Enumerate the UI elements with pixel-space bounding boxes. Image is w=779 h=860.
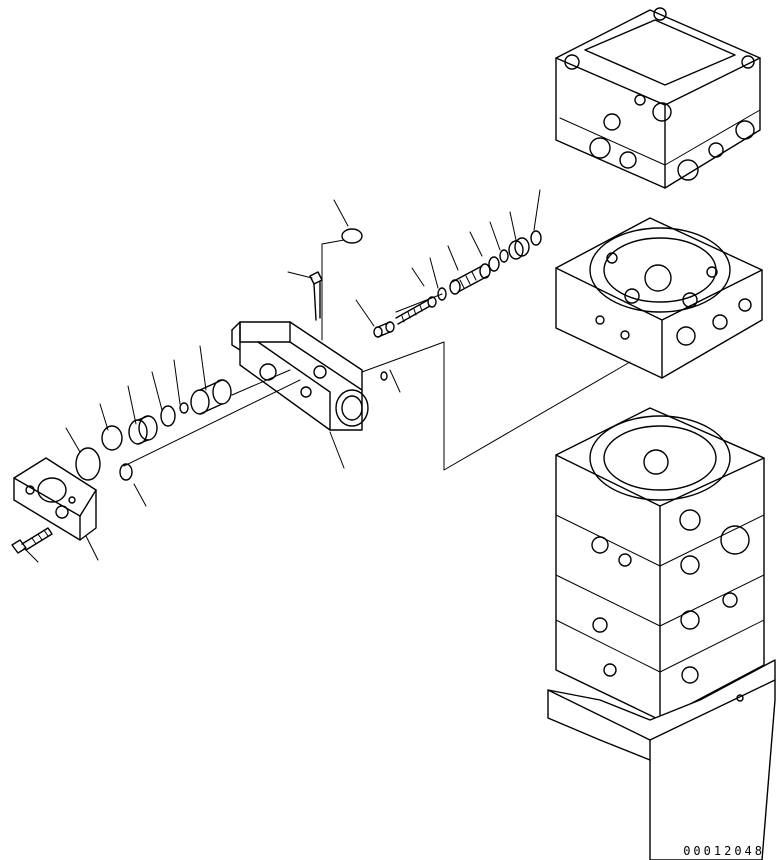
plug: [101, 425, 123, 451]
small-plug: [309, 271, 323, 321]
valve-section-middle: [555, 217, 763, 379]
valve-top-cover: [555, 7, 761, 189]
valve-base: [547, 659, 776, 860]
nut: [508, 237, 530, 260]
seal-ring: [437, 287, 447, 301]
adjusting-screw: [395, 296, 437, 325]
control-valve-stack: [547, 7, 776, 860]
plunger-small: [373, 321, 395, 338]
small-ring: [179, 402, 189, 414]
cover-plate: [13, 457, 97, 541]
o-ring-large: [75, 447, 101, 481]
small-o-ring: [380, 371, 388, 381]
valve-body: [231, 321, 369, 431]
cap-ring: [530, 230, 542, 246]
o-ring-top: [341, 228, 363, 244]
ring-b: [499, 249, 509, 263]
document-number: 00012048: [683, 844, 765, 858]
ring-a: [488, 256, 500, 272]
leader-lines: [23, 189, 541, 563]
valve-stack-lower: [555, 407, 765, 721]
relief-valve-assembly: [11, 228, 542, 554]
spring-seat: [128, 415, 158, 445]
sleeve: [190, 379, 232, 415]
backup-ring: [160, 405, 176, 427]
bolt: [11, 527, 53, 554]
piston: [449, 263, 491, 295]
o-ring-small: [119, 463, 133, 481]
assembly-guide-lines: [123, 239, 631, 471]
